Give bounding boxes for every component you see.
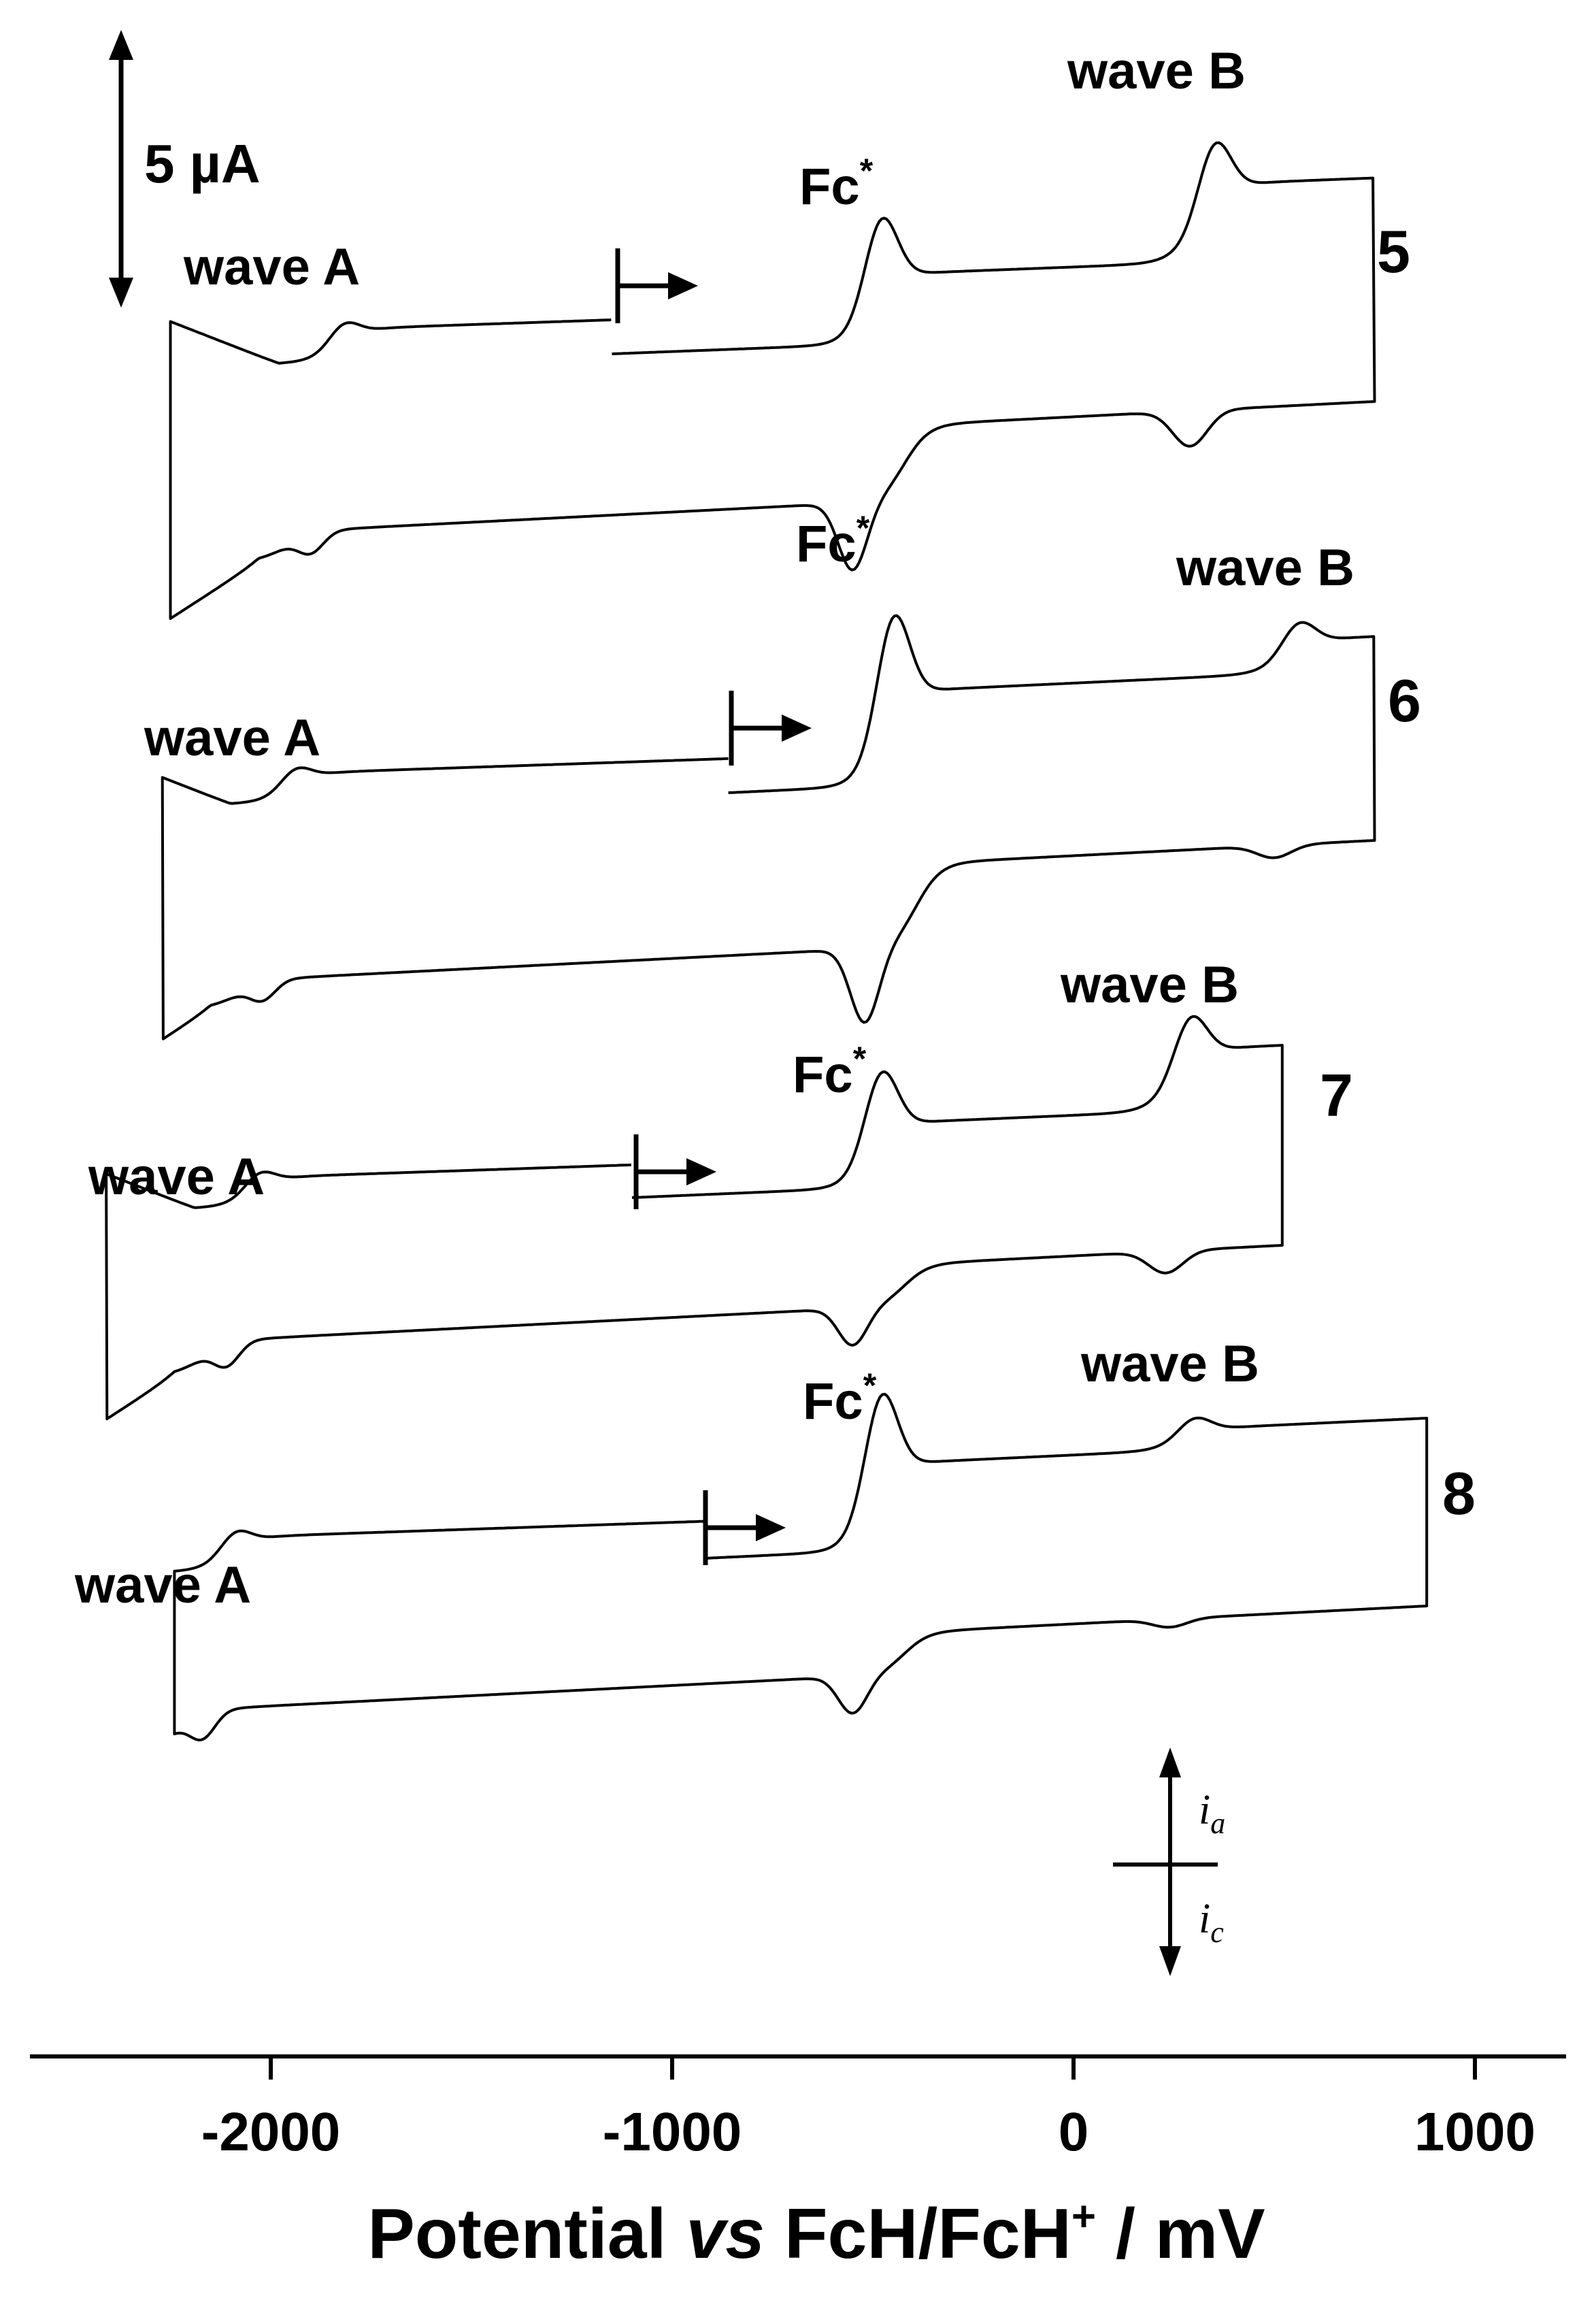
- cathodic-current-label: i: [1199, 1896, 1210, 1942]
- x-tick-label: -2000: [201, 2101, 341, 2162]
- svg-text:ic: ic: [1199, 1896, 1224, 1949]
- fc-label: Fc*: [799, 152, 874, 216]
- voltammogram-5: wave A wave B Fc* 5: [169, 42, 1410, 620]
- wave-b-label: wave B: [1080, 1335, 1259, 1393]
- wave-a-label: wave A: [144, 709, 320, 767]
- voltammogram-6: wave A wave B Fc* 6: [144, 509, 1421, 1040]
- cathodic-current-subscript: c: [1210, 1916, 1224, 1949]
- wave-b-label: wave B: [1067, 42, 1246, 100]
- compound-number-label: 8: [1442, 1460, 1476, 1527]
- scan-direction-arrow-icon: [686, 1158, 716, 1185]
- fc-label: Fc*: [803, 1366, 877, 1430]
- scale-bar-label: 5 µA: [144, 133, 261, 194]
- cv-trace-8: [173, 1392, 1429, 1741]
- scan-direction-arrow-icon: [668, 272, 698, 299]
- cv-trace-6: [161, 614, 1376, 1040]
- fc-label: Fc*: [793, 1040, 867, 1104]
- x-tick-label: 0: [1059, 2101, 1089, 2162]
- wave-a-label: wave A: [88, 1148, 265, 1206]
- scan-direction-arrow-icon: [782, 715, 812, 742]
- svg-text:ia: ia: [1199, 1787, 1225, 1840]
- current-direction-legend: ia ic: [1113, 1747, 1225, 1976]
- compound-number-label: 7: [1320, 1062, 1353, 1129]
- x-tick-label: 1000: [1414, 2101, 1535, 2162]
- scan-direction-arrow-icon: [756, 1514, 786, 1541]
- wave-a-label: wave A: [74, 1556, 251, 1614]
- anodic-current-subscript: a: [1210, 1807, 1225, 1840]
- compound-number-label: 5: [1377, 218, 1410, 285]
- wave-b-label: wave B: [1176, 539, 1354, 597]
- x-tick-label: -1000: [603, 2101, 742, 2162]
- wave-a-label: wave A: [183, 238, 360, 296]
- voltammogram-7: wave A wave B Fc* 7: [88, 956, 1353, 1421]
- cv-trace-5: [169, 141, 1376, 620]
- compound-number-label: 6: [1388, 667, 1421, 734]
- scale-bar: 5 µA: [109, 30, 261, 308]
- x-axis-title: Potential vs FcH/FcH+ / mV: [367, 2193, 1265, 2274]
- fc-label: Fc*: [796, 509, 870, 573]
- anodic-current-label: i: [1199, 1787, 1210, 1833]
- voltammogram-8: wave A wave B Fc* 8: [74, 1335, 1476, 1741]
- cv-trace-7: [105, 1015, 1284, 1421]
- wave-b-label: wave B: [1060, 956, 1239, 1014]
- x-axis: -2000 -1000 0 1000: [30, 2054, 1566, 2162]
